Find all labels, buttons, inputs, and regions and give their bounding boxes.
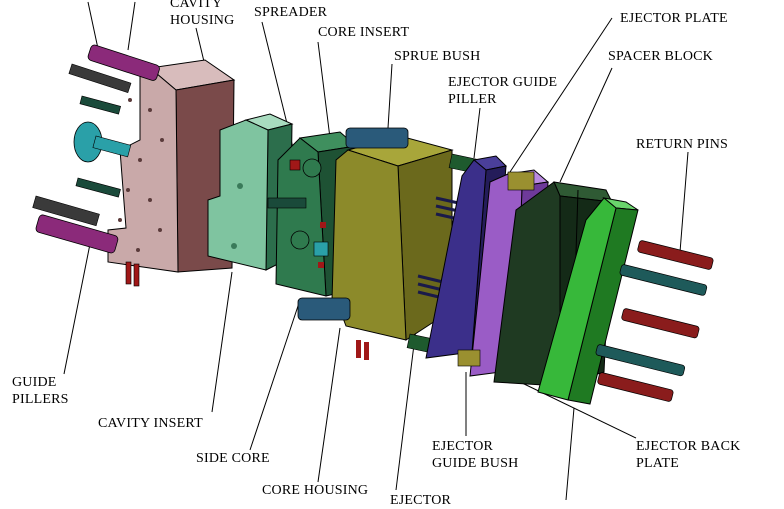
- left-pins-bolts: [32, 44, 160, 254]
- bolt-3: [75, 177, 121, 198]
- label-ejector-back-plate: EJECTOR BACK PLATE: [636, 439, 741, 471]
- ejector-back-plate-block: [537, 197, 639, 405]
- leader-ejector-guide-piller: [473, 107, 481, 159]
- sprue-bush-bottom: [297, 297, 351, 321]
- label-core-insert: CORE INSERT: [318, 25, 410, 40]
- leader-return-pins: [679, 151, 689, 253]
- label-cavity-insert: CAVITY INSERT: [98, 416, 203, 431]
- label-side-core: SIDE CORE: [196, 451, 270, 466]
- bolt-4: [32, 195, 100, 227]
- label-spreader: SPREADER: [254, 5, 328, 20]
- label-ejector-plate: EJECTOR PLATE: [620, 11, 728, 26]
- ejector-guide-bush-bottom: [457, 349, 481, 367]
- right-return-pins: [595, 240, 714, 402]
- bolt-1: [68, 63, 132, 94]
- leader-cavity-insert: [211, 271, 233, 413]
- label-ejector-guide-bush: EJECTOR GUIDE BUSH: [432, 439, 519, 471]
- cavity-housing-block: [107, 59, 236, 287]
- leader-core-housing: [317, 327, 341, 483]
- leader-guide-pillers: [63, 243, 91, 375]
- leader-spacer-block: [559, 67, 613, 183]
- label-cavity-housing: CAVITY HOUSING: [170, 0, 235, 28]
- guide-pin-bottom: [35, 214, 119, 254]
- label-core-housing: CORE HOUSING: [262, 483, 369, 498]
- ejector-guide-bush-top: [507, 171, 535, 191]
- label-spacer-block: SPACER BLOCK: [608, 49, 713, 64]
- sprue-bush-top: [345, 127, 409, 149]
- label-sprue-bush: SPRUE BUSH: [394, 49, 481, 64]
- guide-pin-top: [87, 44, 160, 81]
- leader-ejector-plate: [505, 17, 613, 179]
- bolt-2: [79, 95, 122, 115]
- leader-sprue-bush: [387, 63, 393, 129]
- leader-bottom-plate: [565, 407, 575, 500]
- leader-top-pin: [127, 1, 136, 51]
- leader-core-insert: [317, 41, 331, 139]
- label-return-pins: RETURN PINS: [636, 137, 729, 152]
- label-ejector-guide-piller: EJECTOR GUIDE PILLER: [448, 75, 558, 107]
- leader-side-core: [249, 299, 301, 451]
- label-ejector: EJECTOR: [390, 493, 452, 508]
- sprue-shank: [267, 197, 307, 209]
- label-guide-pillers: GUIDE PILLERS: [12, 375, 69, 407]
- leader-lines: [63, 1, 689, 500]
